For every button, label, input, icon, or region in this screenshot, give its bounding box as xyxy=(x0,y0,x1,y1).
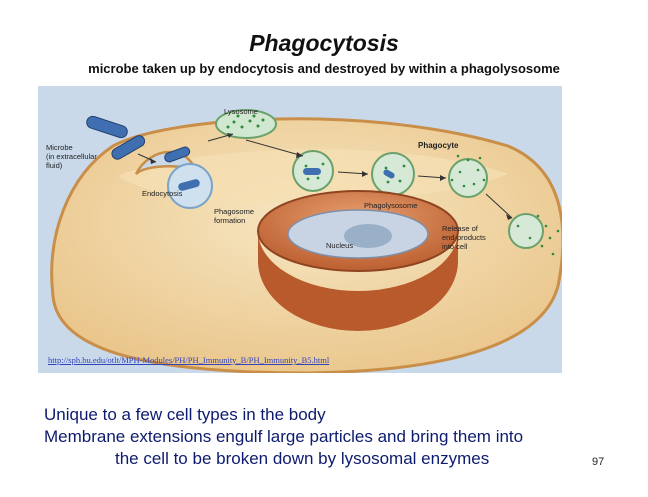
page-number: 97 xyxy=(592,456,605,468)
slide-subtitle: microbe taken up by endocytosis and dest… xyxy=(88,61,560,76)
caption-line-3: the cell to be broken down by lysosomal … xyxy=(115,449,490,468)
label-release: Release of xyxy=(442,224,479,233)
nucleolus xyxy=(344,224,392,248)
label-release-line2: end-products xyxy=(442,233,486,242)
phagocytosis-diagram: Microbe (in extracellular fluid) Lysosom… xyxy=(38,86,562,373)
label-endocytosis: Endocytosis xyxy=(142,189,183,198)
label-microbe-line3: fluid) xyxy=(46,161,63,170)
label-phagosome: Phagosome xyxy=(214,207,254,216)
caption-line-2: Membrane extensions engulf large particl… xyxy=(44,427,524,446)
nucleus-cutaway xyxy=(258,231,458,331)
microbe-rod-2 xyxy=(111,135,146,160)
lysosome-enzymes xyxy=(226,114,265,129)
exocytosis-vesicle xyxy=(508,213,544,249)
microbe-rod-1 xyxy=(86,115,128,139)
lysosome xyxy=(215,109,277,139)
label-phagocyte: Phagocyte xyxy=(418,141,459,150)
caption-line-1: Unique to a few cell types in the body xyxy=(44,405,326,424)
slide-title: Phagocytosis xyxy=(249,30,399,56)
label-release-line3: into cell xyxy=(442,242,468,251)
label-phagolysosome: Phagolysosome xyxy=(364,201,417,210)
end-products xyxy=(450,154,486,188)
label-lysosome: Lysosome xyxy=(224,107,258,116)
diagram-illustration: Microbe (in extracellular fluid) Lysosom… xyxy=(46,107,562,373)
label-nucleus: Nucleus xyxy=(326,241,353,250)
microbe-rod-engulfed xyxy=(164,146,191,163)
source-link[interactable]: http://sph.bu.edu/otlt/MPH-Modules/PH/PH… xyxy=(48,355,330,365)
label-microbe: Microbe xyxy=(46,143,73,152)
label-microbe-line2: (in extracellular xyxy=(46,152,97,161)
slide-caption: Unique to a few cell types in the body M… xyxy=(44,404,634,470)
label-phagosome-line2: formation xyxy=(214,216,245,225)
phagosome-microbe xyxy=(178,179,200,191)
release-vesicle xyxy=(448,158,488,198)
